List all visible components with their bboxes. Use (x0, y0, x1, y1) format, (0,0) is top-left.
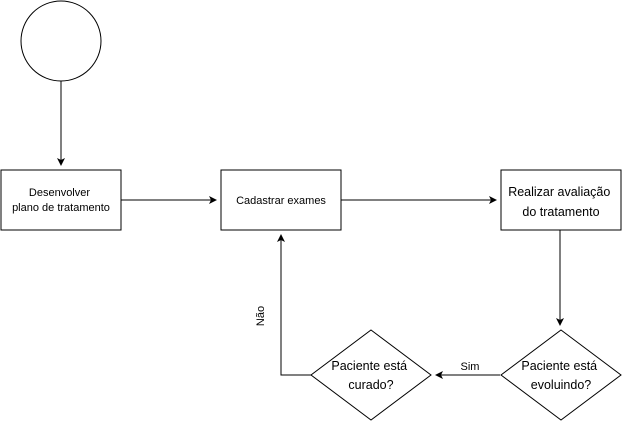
node-register-exams: Cadastrar exames (220, 169, 342, 231)
start-node (20, 0, 102, 82)
svg-text:Desenvolver plano de tra: Desenvolver plano de tratamento (12, 187, 110, 214)
node-develop-plan-line-1: Desenvolver (29, 187, 90, 199)
svg-text:Realizar avaliação do tr: Realizar avaliação do tratamento (508, 185, 614, 219)
svg-text:Paciente está curado?: Paciente está curado? (331, 359, 410, 392)
node-patient-evolving: Paciente está evoluindo? (500, 329, 622, 421)
node-register-exams-line-1: Cadastrar exames (236, 195, 326, 207)
node-patient-evolving-line-1: Paciente está (521, 359, 597, 373)
node-develop-plan: Desenvolver plano de tratamento (0, 169, 122, 231)
node-evaluate-treatment: Realizar avaliação do tratamento (500, 169, 622, 231)
edge-cured-to-exams (277, 234, 311, 376)
node-patient-cured-line-1: Paciente está (331, 359, 407, 373)
edge-label-sim: Sim (461, 361, 480, 373)
node-evaluate-treatment-line-2: do tratamento (522, 205, 599, 219)
svg-text:Paciente está evoluindo?: Paciente está evoluindo? (521, 359, 600, 392)
node-develop-plan-line-2: plano de tratamento (12, 202, 110, 214)
node-patient-cured: Paciente está curado? (310, 329, 432, 421)
node-patient-cured-line-2: curado? (348, 378, 393, 392)
node-evaluate-treatment-line-1: Realizar avaliação (508, 185, 610, 199)
node-patient-evolving-line-2: evoluindo? (531, 378, 592, 392)
edge-label-nao: Não (255, 306, 267, 326)
svg-text:Cadastrar exames: Cadastrar exames (236, 195, 326, 207)
